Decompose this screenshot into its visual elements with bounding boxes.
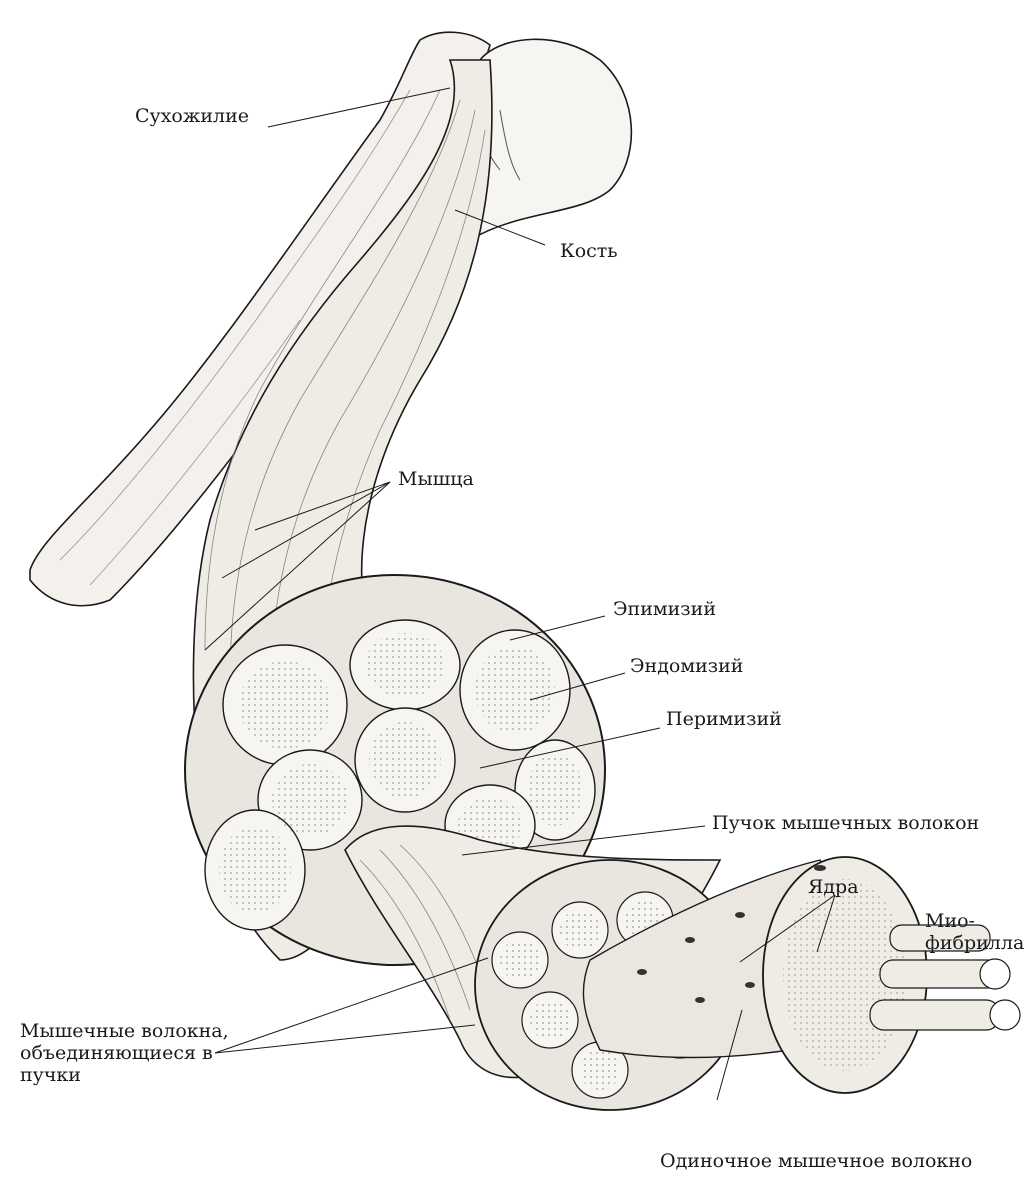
label-myofibril-line1: Мио-	[925, 910, 975, 932]
label-fibers-line1: Мышечные волокна,	[20, 1020, 229, 1042]
label-perimysium: Перимизий	[666, 708, 782, 730]
label-tendon: Сухожилие	[135, 105, 249, 127]
label-nuclei: Ядра	[808, 876, 859, 898]
label-fibers-line3: пучки	[20, 1064, 81, 1086]
label-fibers-line2: объединяющиеся в	[20, 1042, 213, 1064]
label-bone: Кость	[560, 240, 618, 262]
label-muscle: Мышца	[398, 468, 474, 490]
label-epimysium: Эпимизий	[613, 598, 716, 620]
label-fascicle: Пучок мышечных волокон	[712, 812, 979, 834]
label-single-fiber: Одиночное мышечное волокно	[660, 1150, 972, 1172]
label-endomysium: Эндомизий	[630, 655, 743, 677]
label-myofibril-line2: фибрилла	[925, 932, 1024, 954]
